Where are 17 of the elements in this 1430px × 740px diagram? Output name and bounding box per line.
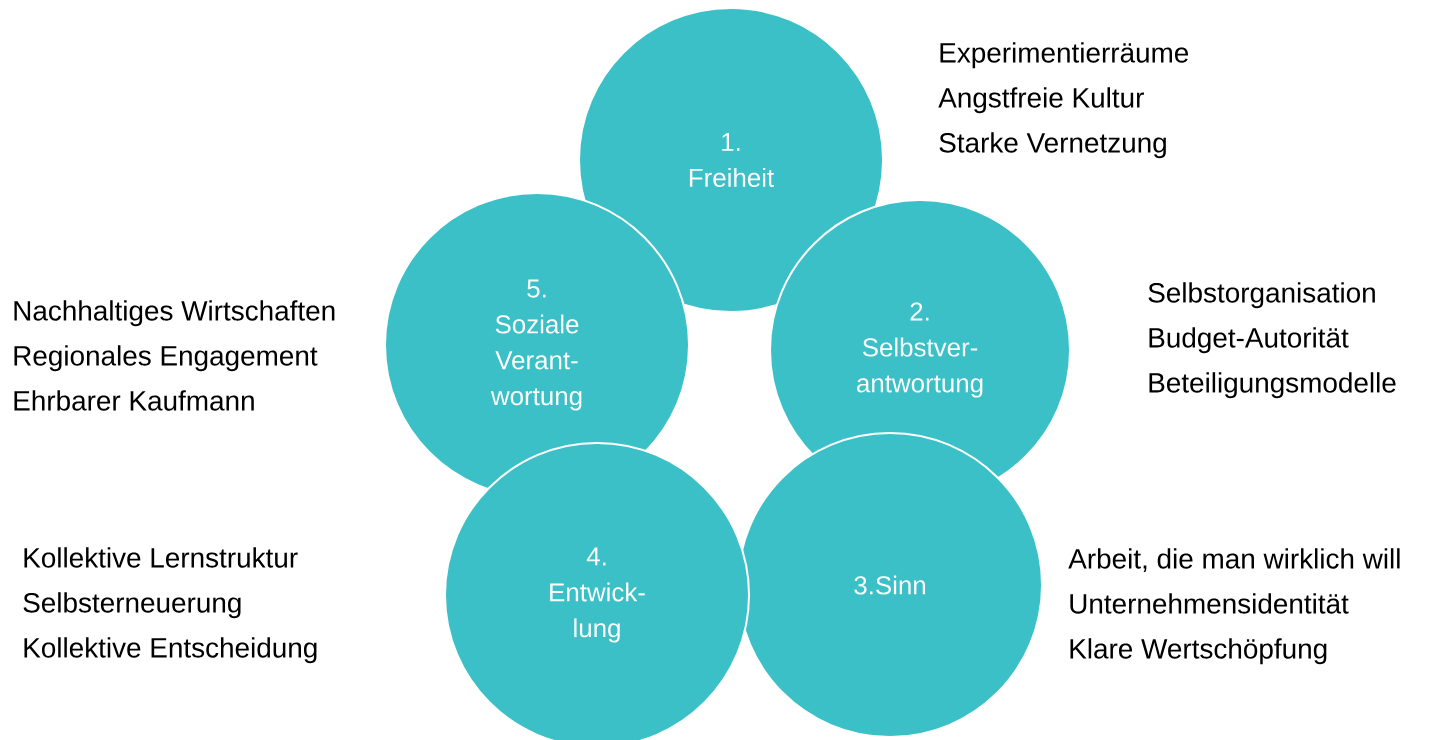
beside-text: Klare Wertschöpfung: [1070, 638, 1327, 665]
beside-text: Starke Vernetzung: [939, 132, 1166, 159]
beside-text: Experimentierräume: [940, 42, 1189, 69]
beside-text: Ehrbarer Kaufmann: [14, 390, 254, 411]
beside-text: Nachhaltiges Wirtschaften: [14, 300, 335, 327]
beside-text: Arbeit, die man wirklich will: [1068, 548, 1400, 572]
beside-text: Budget-Autorität: [1149, 327, 1349, 354]
node-label: 4. Entwick- lung: [550, 547, 645, 643]
node-label: 3.Sinn: [854, 575, 926, 595]
beside-text: Regionales Engagement: [14, 345, 318, 372]
beside-text: Kollektive Entscheidung: [24, 637, 317, 664]
beside-text: Selbstorganisation: [1148, 282, 1375, 309]
beside-text: Angstfreie Kultur: [938, 87, 1144, 114]
beside-text: Selbsterneuerung: [23, 592, 241, 619]
beside-text: Beteiligungsmodelle: [1149, 372, 1396, 399]
beside-text: Unternehmensidentität: [1070, 593, 1349, 614]
beside-text: Kollektive Lernstruktur: [24, 547, 298, 568]
